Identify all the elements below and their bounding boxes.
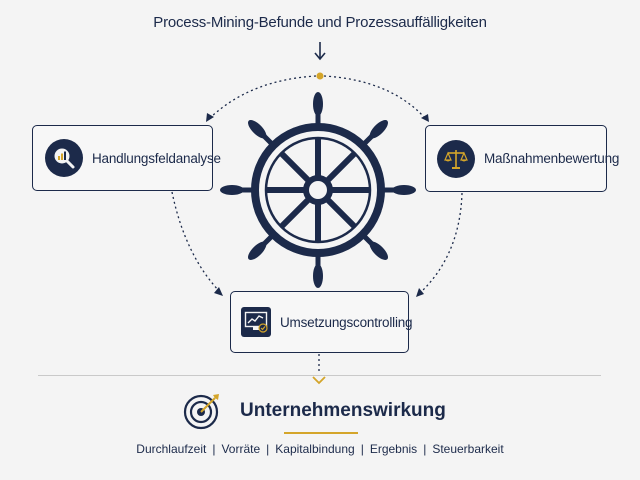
monitor-chart-icon bbox=[241, 307, 271, 337]
outcome-item: Durchlaufzeit bbox=[136, 442, 207, 456]
divider bbox=[38, 375, 601, 376]
outcome-title: Unternehmenswirkung bbox=[240, 400, 446, 421]
node-handlungsfeldanalyse: Handlungsfeldanalyse bbox=[32, 125, 221, 191]
outcome-item: Vorräte bbox=[221, 442, 261, 456]
node-label: Handlungsfeldanalyse bbox=[92, 150, 221, 166]
start-dot bbox=[316, 72, 324, 80]
gold-chevron-icon bbox=[312, 376, 326, 385]
node-massnahmenbewertung: Maßnahmenbewertung bbox=[425, 125, 619, 192]
node-label: Umsetzungscontrolling bbox=[280, 314, 413, 330]
connector-top-right bbox=[323, 75, 426, 119]
outcome-item: Kapitalbindung bbox=[275, 442, 355, 456]
outcome-items: Durchlaufzeit|Vorräte|Kapitalbindung|Erg… bbox=[136, 442, 504, 456]
down-arrow-icon bbox=[314, 42, 326, 61]
outcome-underline bbox=[284, 432, 358, 434]
connector-right-bottom bbox=[419, 192, 463, 294]
scales-icon bbox=[437, 139, 475, 178]
connector-top-left bbox=[209, 75, 317, 119]
outcome-item: Steuerbarkeit bbox=[432, 442, 504, 456]
node-umsetzungscontrolling: Umsetzungscontrolling bbox=[230, 291, 413, 353]
connector-left-bottom bbox=[171, 191, 221, 293]
outcome-item: Ergebnis bbox=[369, 442, 418, 456]
magnifier-chart-icon bbox=[45, 139, 83, 177]
ship-wheel-icon bbox=[220, 92, 416, 288]
page-title: Process-Mining-Befunde und Prozessauffäl… bbox=[153, 14, 487, 31]
target-arrow-icon bbox=[183, 394, 219, 430]
node-label: Maßnahmenbewertung bbox=[484, 151, 620, 166]
